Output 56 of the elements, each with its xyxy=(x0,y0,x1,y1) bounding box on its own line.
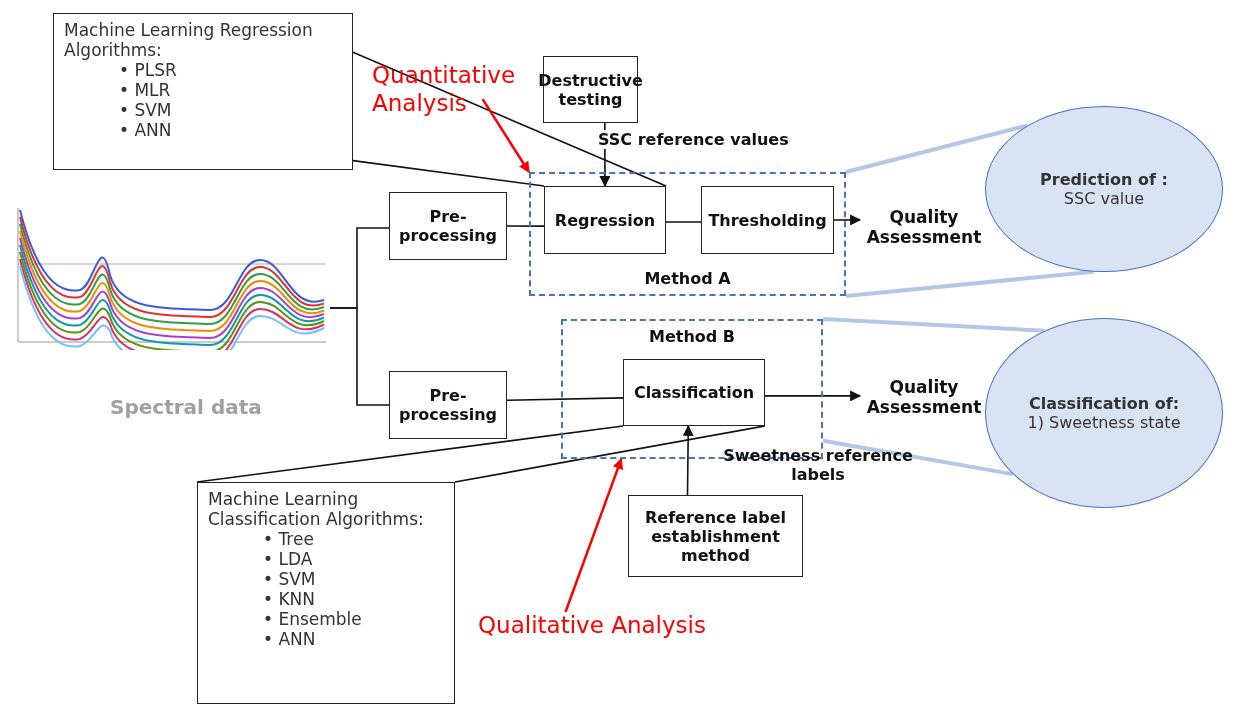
box-label: Pre-processing xyxy=(397,386,498,424)
algorithm-list-box xyxy=(197,482,455,704)
ellipse-text: SSC value xyxy=(1063,189,1145,208)
box-label: Thresholding xyxy=(708,210,827,230)
list-item: • PLSR xyxy=(119,60,178,80)
annotation-text: Qualitative Analysis xyxy=(478,612,728,648)
zoom-line xyxy=(845,269,1094,298)
process-box xyxy=(389,371,507,439)
list-heading: Machine Learning Regression Algorithms: xyxy=(64,20,314,60)
reference-label: SSC reference values xyxy=(598,130,789,149)
connector-line xyxy=(506,225,545,227)
ellipse-heading: Prediction of : xyxy=(1040,170,1168,189)
group-title: Method B xyxy=(648,327,736,346)
leader-line xyxy=(196,425,624,483)
ellipse-heading: Classification of: xyxy=(1028,394,1180,413)
algorithm-list-box xyxy=(53,13,353,170)
list-item: • SVM xyxy=(119,100,173,120)
process-box xyxy=(623,359,765,426)
arrow xyxy=(764,390,862,402)
process-box xyxy=(544,186,666,254)
leader-line xyxy=(352,159,545,187)
list-item: • Tree xyxy=(263,529,315,549)
arrow xyxy=(682,424,694,496)
image-caption: Spectral data xyxy=(110,395,262,419)
zoom-line xyxy=(822,317,1045,333)
box-label: Pre-processing xyxy=(397,207,498,245)
zoom-line xyxy=(845,123,1028,174)
output-text: Quality Assessment xyxy=(860,377,988,423)
list-item: • ANN xyxy=(119,120,173,140)
output-text: Quality Assessment xyxy=(860,207,988,253)
list-item: • LDA xyxy=(263,549,314,569)
dashed-group-box xyxy=(529,172,846,296)
process-box xyxy=(389,192,507,260)
box-label: Reference label establishment method xyxy=(643,507,788,565)
group-title: Method A xyxy=(643,269,732,288)
list-item: • Ensemble xyxy=(263,609,363,629)
list-item: • MLR xyxy=(119,80,172,100)
dashed-group-box xyxy=(561,319,823,459)
process-box xyxy=(628,495,803,577)
reference-label: Sweetness reference labels xyxy=(722,446,914,484)
list-item: • ANN xyxy=(263,629,317,649)
process-box xyxy=(701,186,834,254)
leader-line xyxy=(454,425,766,483)
list-item: • SVM xyxy=(263,569,317,589)
list-item: • KNN xyxy=(263,589,316,609)
connector-line xyxy=(665,221,702,223)
box-label: Classification xyxy=(633,383,755,402)
zoom-line xyxy=(822,438,1014,477)
list-heading: Machine Learning Classification Algorithms: xyxy=(208,489,425,529)
connector-line xyxy=(329,307,390,406)
ellipse-text: 1) Sweetness state xyxy=(1027,413,1181,432)
arrow xyxy=(564,457,624,613)
connector-line xyxy=(506,397,624,401)
arrow xyxy=(833,214,862,226)
arrow xyxy=(481,98,531,173)
box-label: Regression xyxy=(554,210,656,230)
